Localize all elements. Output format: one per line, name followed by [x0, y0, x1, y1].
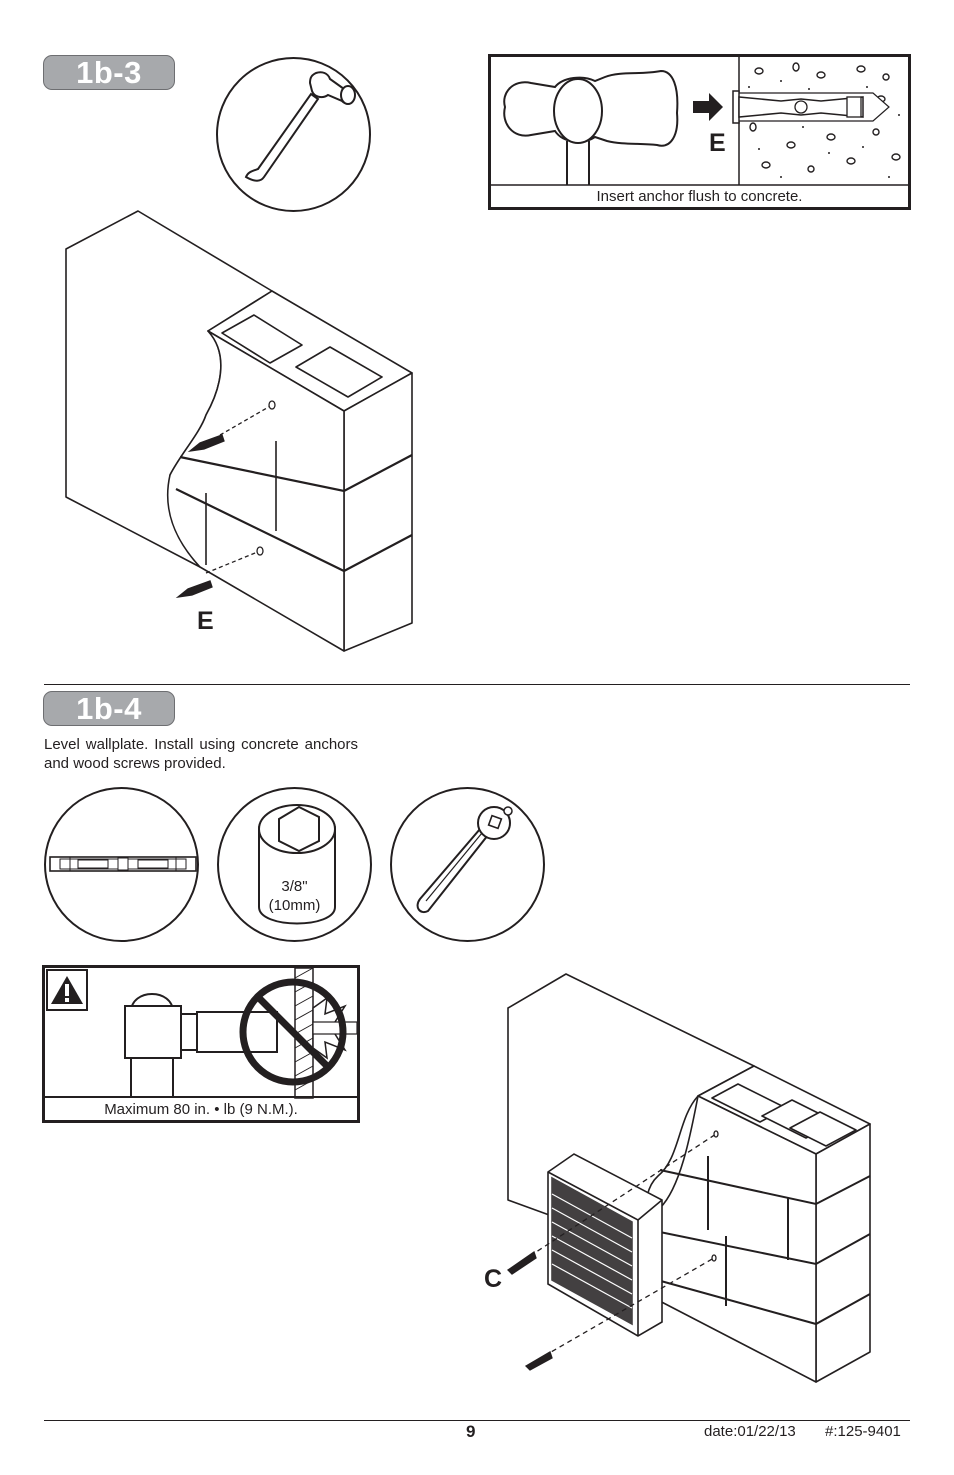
step-badge-1b-4: 1b-4 [43, 691, 175, 726]
step-badge-1b-3: 1b-3 [43, 55, 175, 90]
screw-letter-label: C [484, 1265, 503, 1293]
anchor-insert-panel: E Insert anchor flush to concrete. [488, 54, 911, 210]
socket-size-label: 3/8" (10mm) [219, 877, 370, 915]
hammer-icon [244, 71, 356, 182]
socket-size-imperial: 3/8" [281, 878, 308, 895]
ratchet-wrench-icon [416, 806, 513, 913]
torque-caption: Maximum 80 in. • lb (9 N.M.). [104, 1101, 298, 1118]
footer-part-number: #:125-9401 [825, 1423, 901, 1440]
footer-date: date:01/22/13 [704, 1423, 796, 1440]
socket-tool-circle: 3/8" (10mm) [217, 787, 372, 942]
anchor-letter-label: E [709, 129, 726, 157]
socket-icon [258, 804, 336, 925]
wall-anchor-letter-label: E [197, 607, 214, 635]
socket-size-metric: (10mm) [268, 897, 321, 914]
anchor-insert-caption: Insert anchor flush to concrete. [596, 188, 803, 205]
section-divider [44, 684, 910, 685]
footer-rule [44, 1420, 910, 1421]
hammer-tool-circle [216, 57, 371, 212]
level-icon [49, 856, 197, 872]
step-1b-4-instruction: Level wallplate. Install using concrete … [44, 736, 358, 772]
torque-caption-rule [45, 1096, 357, 1098]
torque-warning-panel: Maximum 80 in. • lb (9 N.M.). [42, 965, 360, 1123]
concrete-block-wall-illustration [65, 210, 413, 652]
level-tool-circle [44, 787, 199, 942]
anchor-insert-icon [491, 57, 908, 186]
page-number: 9 [466, 1422, 476, 1441]
no-overtighten-icon [46, 967, 358, 1099]
wallplate-install-illustration [506, 973, 871, 1383]
ratchet-tool-circle [390, 787, 545, 942]
